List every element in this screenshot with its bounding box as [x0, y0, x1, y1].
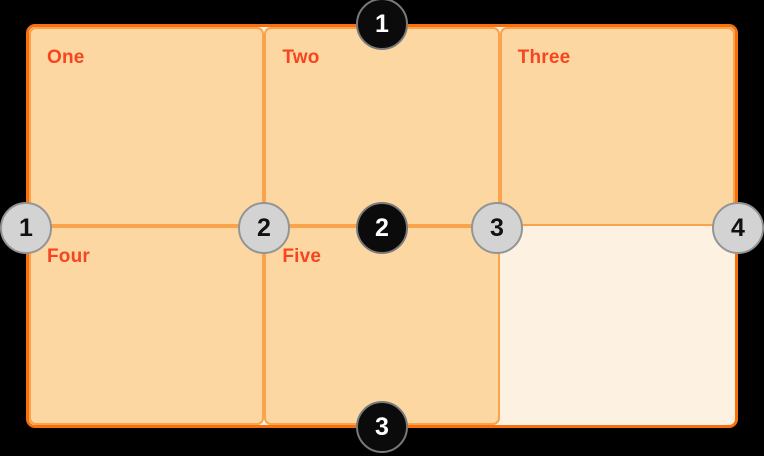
cell-label: One	[47, 47, 85, 68]
grid-cell-three: Three	[499, 27, 735, 226]
cell-label: Three	[517, 47, 571, 68]
cell-label: Four	[47, 246, 91, 267]
row-line-marker-3: 3	[356, 401, 408, 453]
row-line-number: 2	[375, 213, 389, 242]
grid-cell-one: One	[29, 27, 265, 226]
column-line-number: 2	[257, 213, 271, 242]
column-line-number: 4	[731, 213, 745, 242]
row-line-number: 1	[375, 9, 389, 38]
grid-cell-empty	[500, 226, 735, 425]
row-line-marker-2: 2	[356, 202, 408, 254]
column-line-marker-3: 3	[471, 202, 523, 254]
grid-container: One Two Three Four Five	[26, 24, 738, 428]
grid-cell-five: Five	[264, 226, 500, 425]
grid-cell-two: Two	[264, 27, 500, 226]
column-line-marker-2: 2	[238, 202, 290, 254]
column-line-number: 1	[19, 213, 33, 242]
row-line-marker-1: 1	[356, 0, 408, 50]
column-line-marker-1: 1	[0, 202, 52, 254]
column-line-marker-4: 4	[712, 202, 764, 254]
column-line-number: 3	[490, 213, 504, 242]
row-line-number: 3	[375, 412, 389, 441]
cell-label: Five	[282, 246, 322, 267]
grid-cell-four: Four	[29, 226, 265, 425]
cell-label: Two	[282, 47, 320, 68]
